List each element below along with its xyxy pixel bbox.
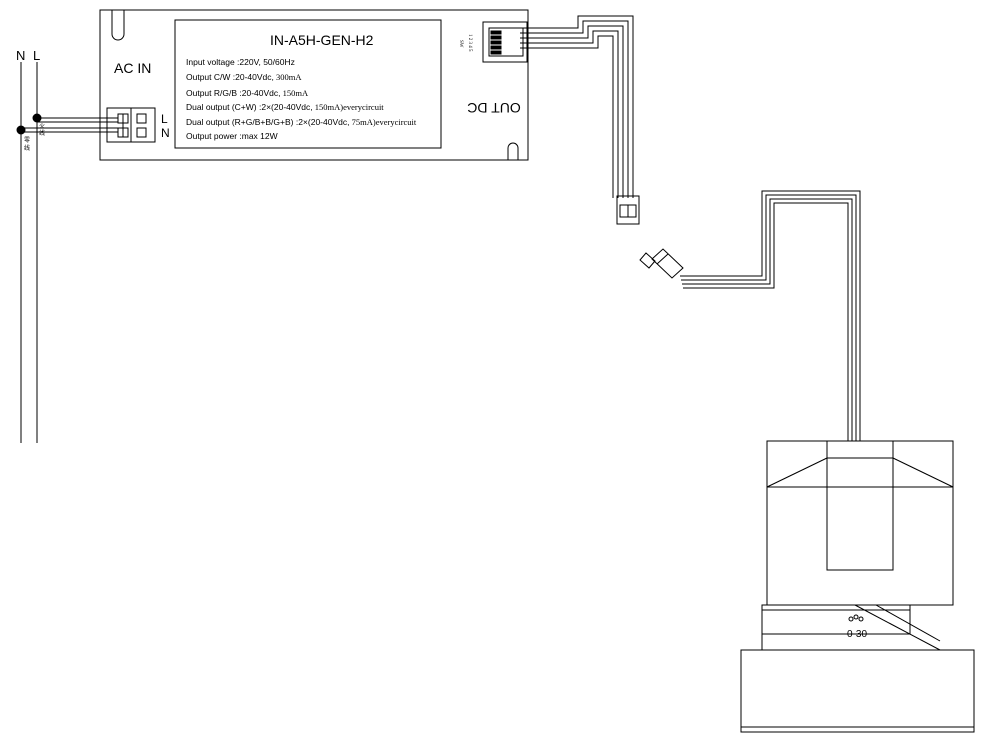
spec-line: Output power :max 12W bbox=[186, 131, 278, 141]
neutral-cn-label-2: 线 bbox=[24, 144, 30, 152]
terminal-n-label: N bbox=[161, 126, 170, 140]
output-cable bbox=[520, 15, 634, 198]
neutral-cn-label-1: 零 bbox=[24, 137, 30, 144]
spec-line: Dual output (C+W) :2×(20-40Vdc, 150mA)ev… bbox=[186, 102, 384, 112]
spec-list: Input voltage :220V, 50/60Hz Output C/W … bbox=[186, 57, 417, 141]
live-label: L bbox=[33, 48, 40, 63]
label-panel bbox=[174, 19, 442, 149]
live-cn-label-2: 线 bbox=[39, 129, 45, 137]
model-title: IN-A5H-GEN-H2 bbox=[270, 32, 374, 48]
neutral-junction-dot bbox=[16, 125, 26, 135]
terminal-l-label: L bbox=[161, 112, 168, 126]
live-cn-label-1: 火 bbox=[39, 123, 45, 130]
spec-line: Output R/G/B :20-40Vdc, 150mA bbox=[186, 88, 309, 98]
spec-line: Input voltage :220V, 50/60Hz bbox=[186, 57, 295, 67]
ac-in-label: AC IN bbox=[114, 60, 151, 76]
driver-output-connector bbox=[616, 195, 640, 225]
lamp-cable bbox=[680, 190, 861, 441]
neutral-wire bbox=[21, 127, 118, 133]
dip-switch: SW 1 2 3 4 5 bbox=[458, 21, 528, 63]
downlight-fixture bbox=[740, 440, 975, 733]
neutral-label: N bbox=[16, 48, 25, 63]
tilt-indicator-dots bbox=[848, 614, 864, 622]
terminal-block bbox=[106, 107, 156, 143]
lamp-connector bbox=[639, 248, 684, 279]
driver-box bbox=[99, 9, 529, 161]
spec-line: Output C/W :20-40Vdc, 300mA bbox=[186, 72, 302, 82]
live-wire bbox=[37, 117, 118, 123]
svg-text:1 2 3 4 5: 1 2 3 4 5 bbox=[467, 34, 472, 52]
spec-line: Dual output (R+G/B+B/G+B) :2×(20-40Vdc, … bbox=[186, 117, 417, 127]
svg-text:SW: SW bbox=[458, 40, 463, 48]
tilt-range-label: 0-30 bbox=[847, 629, 867, 640]
out-dc-label: OUT DC bbox=[467, 100, 520, 116]
